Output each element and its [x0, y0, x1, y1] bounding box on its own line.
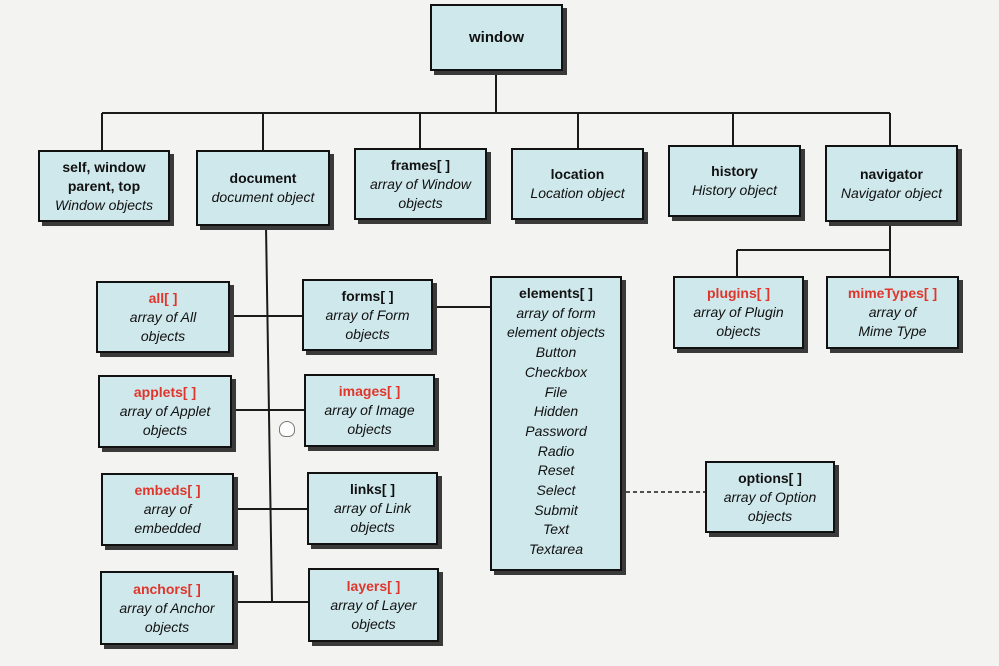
node-description: objects [747, 507, 793, 524]
node-title: options[ ] [738, 469, 802, 486]
node-title: anchors[ ] [133, 580, 201, 597]
node-description: objects [140, 327, 186, 344]
node-title: location [550, 166, 605, 182]
element-type-button: Button [535, 344, 577, 361]
node-description: History object [692, 182, 777, 198]
node-description: objects [398, 194, 443, 211]
node-plugins: plugins[ ] array of Plugin objects [673, 276, 804, 349]
node-window: window [430, 4, 563, 71]
node-title: frames[ ] [390, 156, 451, 173]
node-title: images[ ] [338, 383, 401, 399]
connector-document-trunk [265, 225, 273, 603]
node-description: objects [142, 422, 188, 438]
node-title: applets[ ] [133, 384, 197, 400]
node-images: images[ ] array of Image objects [304, 374, 435, 447]
node-description: array of Plugin [693, 304, 784, 320]
node-title: window [469, 29, 524, 46]
node-all: all[ ] array of All objects [96, 281, 230, 353]
node-mimetypes: mimeTypes[ ] array of Mime Type [826, 276, 959, 349]
node-description: Window objects [55, 196, 153, 213]
node-title: embeds[ ] [134, 482, 201, 498]
element-type-submit: Submit [534, 501, 578, 518]
node-title: history [711, 163, 758, 179]
node-title: all[ ] [148, 289, 178, 306]
node-description: Location object [530, 185, 625, 201]
node-title: links[ ] [349, 481, 396, 497]
node-description: Navigator object [840, 184, 943, 201]
node-description: objects [345, 325, 390, 342]
node-description: objects [350, 519, 395, 535]
node-title: layers[ ] [346, 577, 401, 594]
element-type-text: Text [543, 521, 569, 538]
node-description: array of [143, 501, 192, 517]
node-description: array of Applet [119, 403, 211, 419]
node-description: array of Form [325, 306, 410, 323]
node-description: array of Window [369, 175, 472, 192]
element-type-checkbox: Checkbox [524, 363, 588, 380]
node-description: objects [144, 618, 190, 635]
node-description: element objects [506, 324, 606, 341]
node-description: objects [351, 615, 396, 632]
element-type-reset: Reset [537, 462, 575, 479]
node-description: embedded [134, 520, 201, 536]
node-title: navigator [859, 165, 923, 182]
node-description: Mime Type [858, 323, 927, 339]
node-description: array of Image [324, 402, 415, 418]
element-type-password: Password [525, 422, 587, 439]
node-description: array of form [516, 304, 596, 321]
node-forms: forms[ ] array of Form objects [302, 279, 433, 351]
node-navigator: navigator Navigator object [825, 145, 958, 222]
node-applets: applets[ ] array of Applet objects [98, 375, 232, 448]
node-links: links[ ] array of Link objects [307, 472, 438, 545]
element-type-radio: Radio [537, 442, 575, 459]
node-frames: frames[ ] array of Window objects [354, 148, 487, 220]
node-description: array of Link [333, 500, 412, 516]
element-type-file: File [544, 383, 568, 400]
node-description: array of [868, 304, 917, 320]
node-title: parent, top [67, 177, 141, 194]
node-description: objects [347, 421, 392, 437]
node-title: forms[ ] [341, 287, 394, 304]
element-type-select: Select [536, 482, 576, 499]
node-history: history History object [668, 145, 801, 217]
element-type-textarea: Textarea [529, 541, 583, 558]
node-embeds: embeds[ ] array of embedded [101, 473, 234, 546]
node-location: location Location object [511, 148, 644, 220]
element-type-hidden: Hidden [533, 403, 579, 420]
node-title: elements[ ] [519, 285, 593, 301]
node-anchors: anchors[ ] array of Anchor objects [100, 571, 234, 645]
node-description: array of Option [723, 488, 817, 505]
node-description: array of All [129, 308, 197, 325]
node-description: document object [211, 189, 315, 205]
node-title: plugins[ ] [707, 285, 770, 301]
node-description: array of Anchor [119, 599, 215, 616]
node-description: array of Layer [330, 596, 417, 613]
hand-cursor-icon [279, 421, 295, 437]
node-layers: layers[ ] array of Layer objects [308, 568, 439, 642]
node-options: options[ ] array of Option objects [705, 461, 835, 533]
node-document: document document object [196, 150, 330, 226]
node-self-window-parent-top: self, window parent, top Window objects [38, 150, 170, 222]
node-title: mimeTypes[ ] [847, 285, 938, 301]
node-elements: elements[ ] array of form element object… [490, 276, 622, 571]
node-title: self, window [62, 158, 146, 175]
node-description: objects [716, 323, 761, 339]
node-title: document [229, 170, 297, 186]
